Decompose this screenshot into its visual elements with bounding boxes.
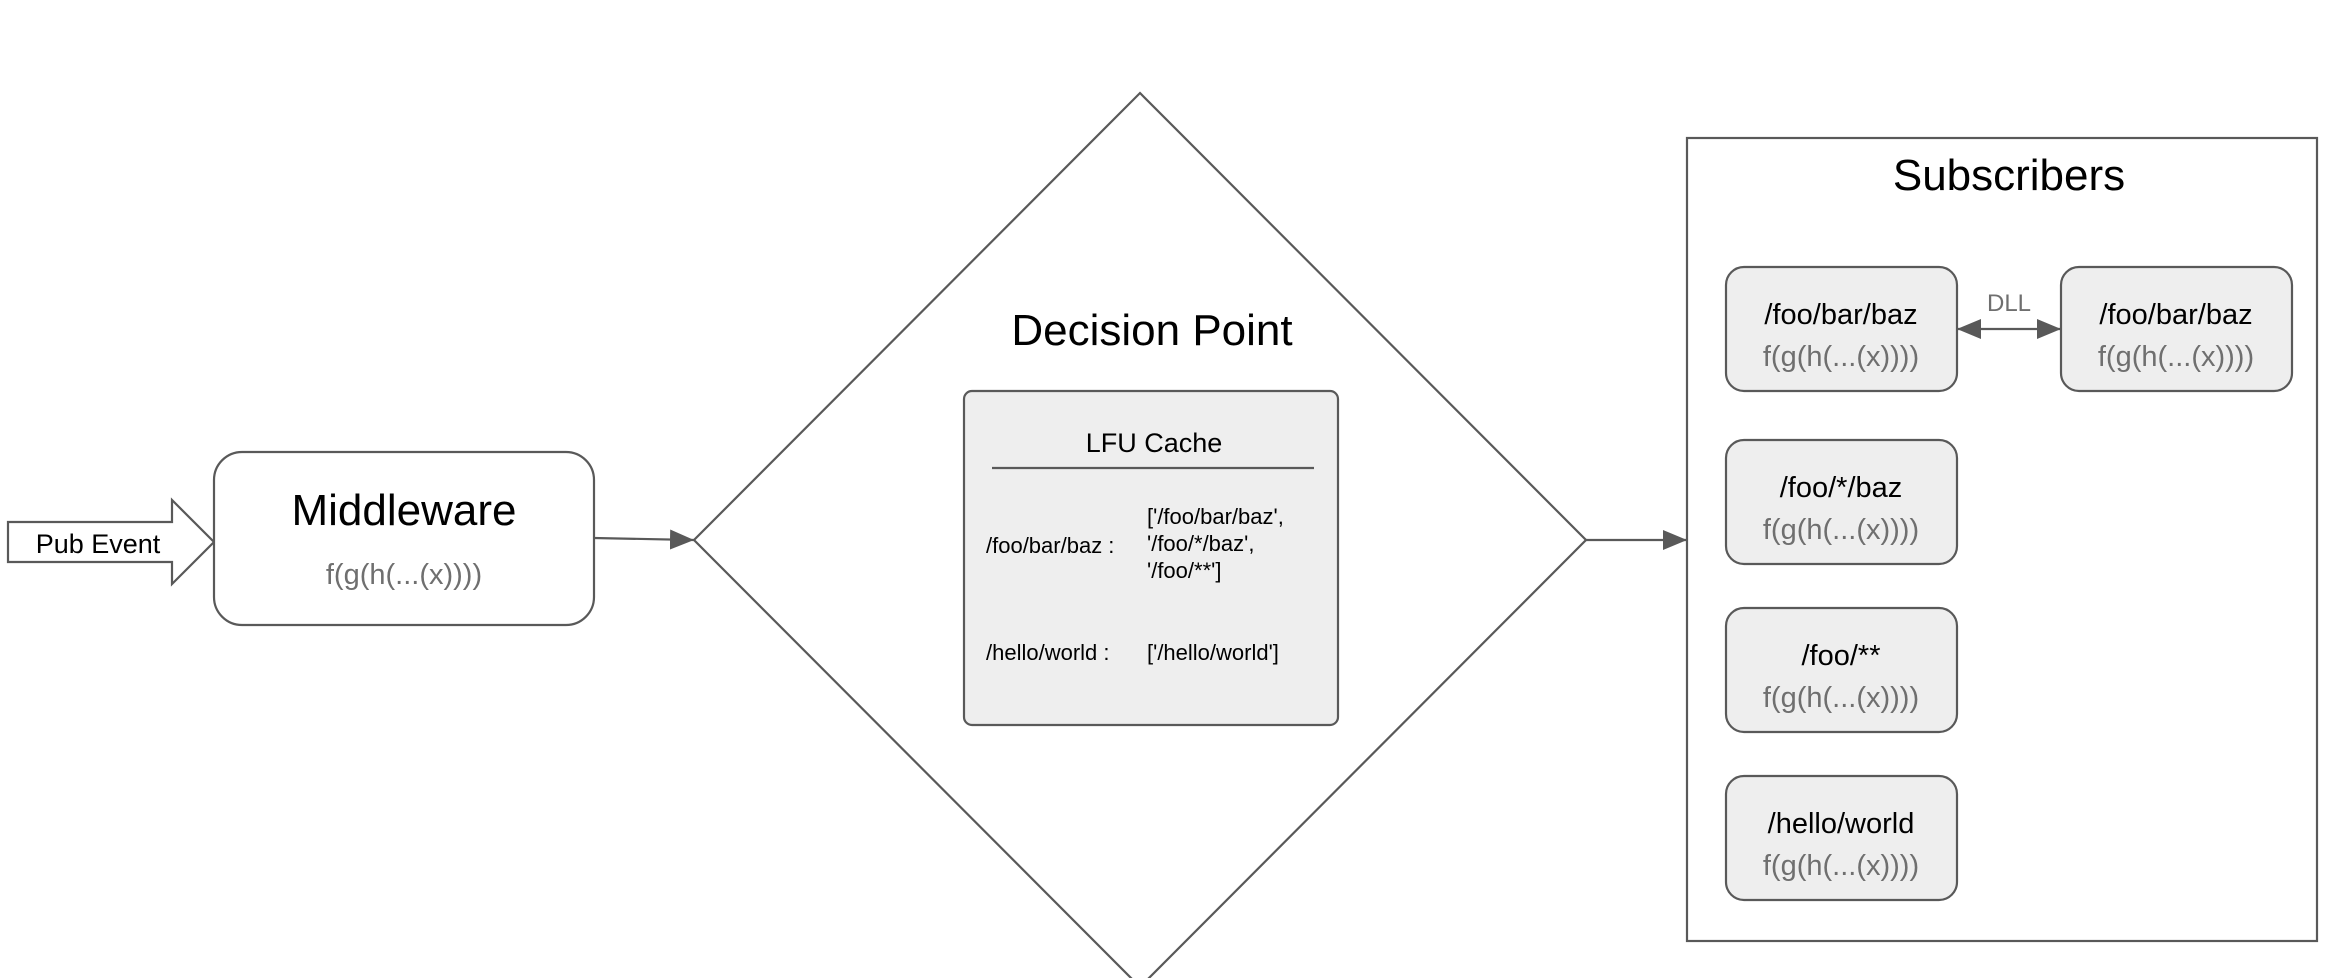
middleware-to-decision-arrow bbox=[593, 529, 695, 550]
subscriber-node: /foo/bar/baz f(g(h(...(x)))) bbox=[1724, 265, 1959, 393]
subscriber-path: /foo/bar/baz bbox=[2099, 299, 2252, 331]
lfu-cache-title: LFU Cache bbox=[1086, 428, 1223, 458]
lfu-cache-background bbox=[962, 389, 1340, 727]
middleware-function: f(g(h(...(x)))) bbox=[326, 559, 482, 591]
cache-key: /hello/world : bbox=[986, 640, 1110, 665]
pub-event-arrow-shape bbox=[6, 497, 216, 587]
dll-label: DLL bbox=[1987, 290, 2031, 317]
cache-value-line: '/foo/*/baz', bbox=[1147, 531, 1254, 556]
subscriber-path: /foo/*/baz bbox=[1780, 472, 1903, 504]
subscriber-box bbox=[1724, 774, 1959, 902]
middleware-title: Middleware bbox=[292, 486, 517, 535]
subscribers-title: Subscribers bbox=[1893, 151, 2125, 200]
cache-value-line: ['/foo/bar/baz', bbox=[1147, 504, 1284, 529]
subscriber-node: /foo/bar/baz f(g(h(...(x)))) bbox=[2059, 265, 2294, 393]
subscriber-function: f(g(h(...(x)))) bbox=[1763, 682, 1919, 714]
subscriber-box bbox=[2059, 265, 2294, 393]
subscriber-function: f(g(h(...(x)))) bbox=[1763, 850, 1919, 882]
cache-value-line: ['/hello/world'] bbox=[1147, 640, 1279, 665]
subscriber-node: /foo/** f(g(h(...(x)))) bbox=[1724, 606, 1959, 734]
subscriber-box bbox=[1724, 606, 1959, 734]
subscriber-node: /hello/world f(g(h(...(x)))) bbox=[1724, 774, 1959, 902]
cache-value-line: '/foo/**'] bbox=[1147, 558, 1221, 583]
subscriber-path: /hello/world bbox=[1768, 808, 1915, 840]
subscriber-function: f(g(h(...(x)))) bbox=[1763, 341, 1919, 373]
middleware-node: Middleware f(g(h(...(x)))) bbox=[212, 450, 596, 627]
pub-event-label: Pub Event bbox=[36, 529, 161, 559]
subscriber-function: f(g(h(...(x)))) bbox=[2098, 341, 2254, 373]
subscribers-container: Subscribers /foo/bar/baz f(g(h(...(x))))… bbox=[1685, 136, 2319, 943]
subscriber-path: /foo/bar/baz bbox=[1764, 299, 1917, 331]
cache-key: /foo/bar/baz : bbox=[986, 533, 1114, 558]
subscriber-box bbox=[1724, 438, 1959, 566]
middleware-box bbox=[212, 450, 596, 627]
lfu-cache-box: LFU Cache /foo/bar/baz : ['/foo/bar/baz'… bbox=[962, 389, 1340, 727]
pub-event-arrow: Pub Event bbox=[6, 497, 216, 587]
subscriber-function: f(g(h(...(x)))) bbox=[1763, 514, 1919, 546]
decision-point-title: Decision Point bbox=[1011, 306, 1292, 355]
subscriber-path: /foo/** bbox=[1802, 640, 1881, 672]
subscriber-node: /foo/*/baz f(g(h(...(x)))) bbox=[1724, 438, 1959, 566]
decision-point-node: Decision Point LFU Cache /foo/bar/baz : … bbox=[692, 91, 1588, 978]
